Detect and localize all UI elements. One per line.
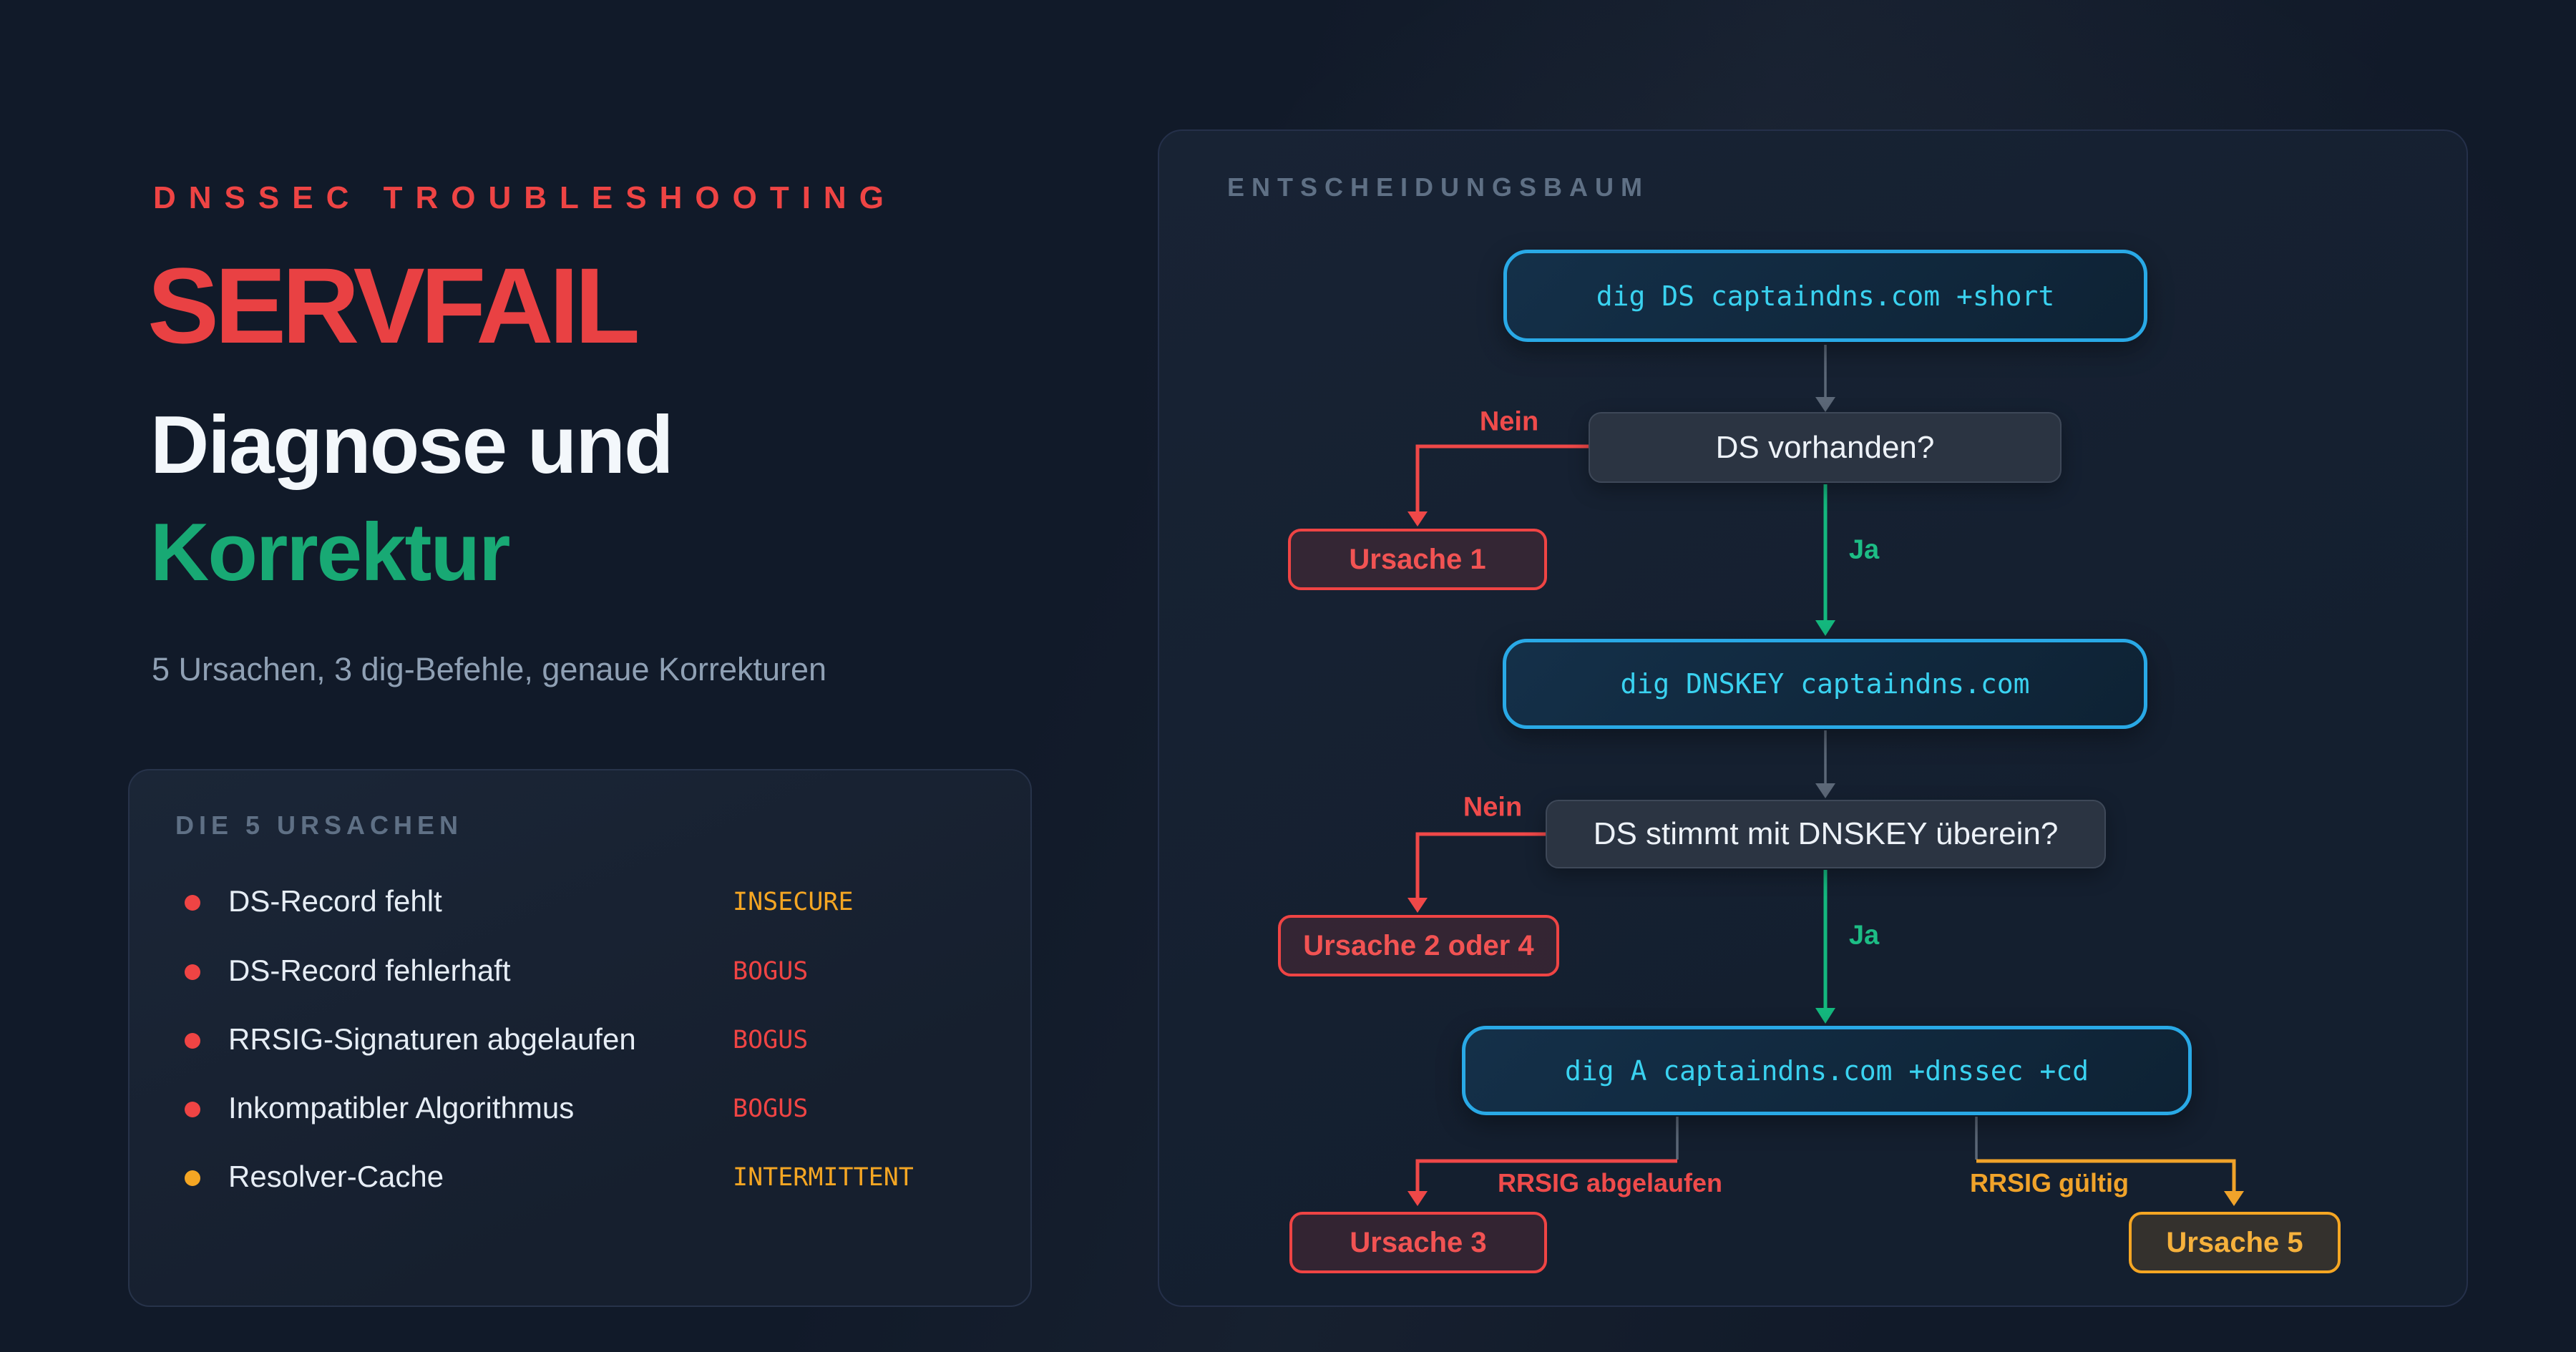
arrowhead-cmd1-q1	[1815, 397, 1835, 412]
branch-label-no-1: Nein	[1479, 406, 1539, 437]
cause-label: Inkompatibler Algorithmus	[228, 1091, 575, 1125]
status-badge: INSECURE	[733, 888, 854, 917]
arrowhead-cmd2-q2	[1815, 783, 1835, 798]
branch-label-rrsig-valid: RRSIG gültig	[1970, 1168, 2129, 1197]
branch-label-rrsig-expired: RRSIG abgelaufen	[1497, 1168, 1723, 1197]
cause-label: Resolver-Cache	[228, 1160, 444, 1194]
status-badge: BOGUS	[733, 1026, 809, 1055]
decision-tree-header: ENTSCHEIDUNGSBAUM	[1227, 172, 1650, 202]
cause-row-2: DS-Record fehlerhaft BOGUS	[130, 949, 1030, 995]
status-badge: BOGUS	[733, 957, 809, 986]
cause-label: DS-Record fehlt	[228, 884, 442, 919]
cause-node-2-or-4: Ursache 2 oder 4	[1278, 915, 1559, 976]
bullet-dot-icon	[185, 1033, 200, 1049]
question-node-ds-present: DS vorhanden?	[1589, 412, 2062, 483]
tagline: 5 Ursachen, 3 dig-Befehle, genaue Korrek…	[152, 651, 827, 687]
decision-tree-panel: ENTSCHEIDUNGSBAUM dig DS captaindns.com …	[1158, 129, 2468, 1307]
bullet-dot-icon	[185, 895, 200, 911]
command-node-dig-ds: dig DS captaindns.com +short	[1503, 250, 2147, 342]
bullet-dot-icon	[185, 1170, 200, 1186]
status-badge: BOGUS	[733, 1094, 809, 1124]
connector-q2-cause24	[1415, 832, 1546, 898]
branch-label-no-2: Nein	[1463, 792, 1523, 823]
question-node-ds-match: DS stimmt mit DNSKEY überein?	[1546, 800, 2106, 868]
cause-row-1: DS-Record fehlt INSECURE	[130, 880, 1030, 926]
cause-node-1: Ursache 1	[1288, 529, 1547, 590]
subtitle-line-2: Korrektur	[150, 507, 510, 598]
bullet-dot-icon	[185, 964, 200, 980]
cause-row-3: RRSIG-Signaturen abgelaufen BOGUS	[130, 1018, 1030, 1064]
arrowhead-cmd3-cause5	[2224, 1191, 2244, 1206]
eyebrow-label: DNSSEC TROUBLESHOOTING	[153, 180, 897, 215]
status-badge: INTERMITTENT	[733, 1163, 914, 1192]
cause-row-5: Resolver-Cache INTERMITTENT	[130, 1155, 1030, 1201]
cause-row-4: Inkompatibler Algorithmus BOGUS	[130, 1087, 1030, 1132]
causes-card: DIE 5 URSACHEN DS-Record fehlt INSECURE …	[128, 769, 1032, 1307]
cause-node-3: Ursache 3	[1289, 1212, 1547, 1273]
arrowhead-q1-cmd2	[1815, 620, 1835, 636]
cause-label: DS-Record fehlerhaft	[228, 954, 511, 988]
arrowhead-q1-cause1	[1407, 511, 1428, 526]
page-title: SERVFAIL	[147, 245, 640, 366]
subtitle-line-1: Diagnose und	[150, 400, 674, 491]
branch-label-yes-2: Ja	[1848, 920, 1880, 951]
arrowhead-q2-cmd3	[1815, 1008, 1835, 1024]
cause-label: RRSIG-Signaturen abgelaufen	[228, 1022, 636, 1057]
branch-label-yes-1: Ja	[1848, 534, 1880, 565]
arrowhead-q2-cause24	[1407, 898, 1428, 913]
arrowhead-cmd3-cause3	[1407, 1191, 1428, 1206]
causes-card-header: DIE 5 URSACHEN	[175, 810, 464, 840]
command-node-dig-a: dig A captaindns.com +dnssec +cd	[1462, 1026, 2192, 1115]
bullet-dot-icon	[185, 1102, 200, 1117]
connector-q1-cause1	[1415, 444, 1589, 511]
command-node-dig-dnskey: dig DNSKEY captaindns.com	[1503, 639, 2147, 729]
cause-node-5: Ursache 5	[2129, 1212, 2341, 1273]
